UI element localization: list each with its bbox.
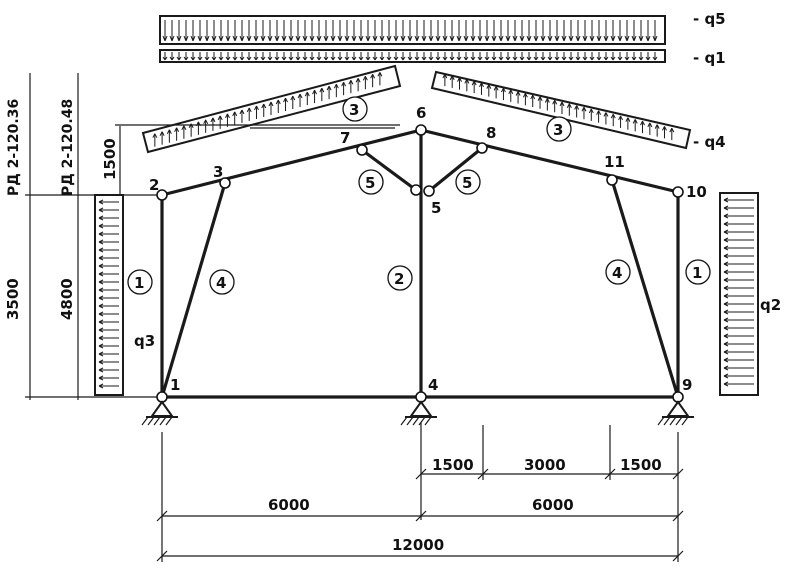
member-marker-5-right xyxy=(455,169,481,195)
member-label-4-right: 4 xyxy=(612,264,622,282)
load-label-q1: - q1 xyxy=(693,49,726,67)
brace-5-left xyxy=(361,148,417,192)
member-label-5-left: 5 xyxy=(365,174,375,192)
node-label-11: 11 xyxy=(604,153,625,171)
rafter-right xyxy=(420,128,679,194)
support-left xyxy=(141,400,178,426)
node-label-3: 3 xyxy=(213,163,223,181)
strut-4-left xyxy=(160,182,227,398)
load-label-q3: q3 xyxy=(134,332,155,350)
dim-height-4800: 4800 xyxy=(58,278,76,320)
dim-span-right: 6000 xyxy=(532,496,574,514)
member-marker-1-left xyxy=(127,269,153,295)
load-strip-q3 xyxy=(94,194,124,396)
load-strip-q5 xyxy=(159,15,666,45)
node-label-9: 9 xyxy=(682,376,692,394)
node-label-8: 8 xyxy=(486,124,496,142)
frame-nodes xyxy=(156,124,684,403)
node-label-10: 10 xyxy=(686,183,707,201)
dim-height-1500: 1500 xyxy=(101,138,119,180)
member-marker-3-right xyxy=(546,116,572,142)
member-marker-2 xyxy=(387,265,413,291)
dim-bay-1500-b: 1500 xyxy=(620,456,662,474)
node-label-4: 4 xyxy=(428,376,438,394)
load-strip-q1 xyxy=(159,49,666,63)
load-strip-q4-left xyxy=(141,64,402,154)
dim-bay-3000: 3000 xyxy=(524,456,566,474)
node-label-5: 5 xyxy=(431,199,441,217)
member-marker-3-left xyxy=(342,96,368,122)
member-marker-1-right xyxy=(685,259,711,285)
dim-height-3500: 3500 xyxy=(4,278,22,320)
member-label-5-right: 5 xyxy=(462,174,472,192)
load-strip-q4-right xyxy=(430,70,692,150)
member-marker-4-left xyxy=(209,269,235,295)
load-label-q5: - q5 xyxy=(693,10,726,28)
node-label-7: 7 xyxy=(340,129,350,147)
series-label-rd-1: РД 2-120.36 xyxy=(6,99,22,196)
load-label-q2: q2 xyxy=(760,296,781,314)
load-strip-q2 xyxy=(719,192,759,396)
member-marker-4-right xyxy=(605,259,631,285)
member-label-3-left: 3 xyxy=(349,101,359,119)
support-center xyxy=(400,400,437,426)
strut-4-right xyxy=(610,179,680,398)
member-label-3-right: 3 xyxy=(553,121,563,139)
dim-span-total: 12000 xyxy=(392,536,444,554)
node-label-2: 2 xyxy=(149,176,159,194)
support-right xyxy=(657,400,694,426)
load-label-q4: - q4 xyxy=(693,133,726,151)
bottom-dimension-lines xyxy=(156,422,684,562)
member-label-2: 2 xyxy=(394,270,404,288)
node-label-6: 6 xyxy=(416,104,426,122)
rafter-left xyxy=(161,128,422,197)
member-label-1-left: 1 xyxy=(134,274,144,292)
dim-span-left: 6000 xyxy=(268,496,310,514)
dim-bay-1500-a: 1500 xyxy=(432,456,474,474)
series-label-rd-2: РД 2-120.48 xyxy=(60,99,76,196)
node-label-1: 1 xyxy=(170,376,180,394)
member-label-4-left: 4 xyxy=(216,274,226,292)
member-label-1-right: 1 xyxy=(692,264,702,282)
member-marker-5-left xyxy=(358,169,384,195)
frame-members xyxy=(160,128,680,399)
brace-5-right xyxy=(427,146,484,193)
